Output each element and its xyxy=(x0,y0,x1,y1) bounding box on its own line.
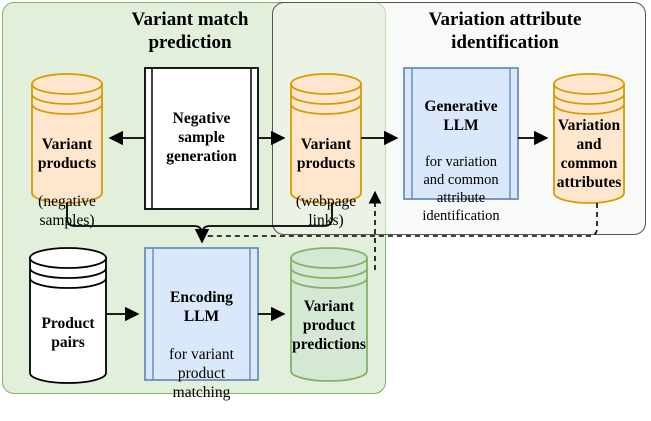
negative-samples-subtitle: (negative samples) xyxy=(38,193,96,229)
encoding-llm-process xyxy=(144,247,259,381)
variation-attributes-label: Variation and common attributes xyxy=(556,117,622,191)
variation-attributes-database xyxy=(553,73,625,204)
generative-llm-process xyxy=(403,67,519,200)
variant-match-prediction-title: Variant match prediction xyxy=(131,9,249,53)
generative-llm-label: Generative LLM for variation and common … xyxy=(408,79,514,243)
negative-samples-label: Variant products (negative samples) xyxy=(30,116,104,249)
product-pairs-label: Product pairs xyxy=(41,315,95,351)
variation-attribute-identification-title: Variation attribute identification xyxy=(428,9,582,53)
webpage-links-subtitle: (webpage links) xyxy=(295,193,357,229)
negative-sample-generation-label: Negative sample generation xyxy=(166,110,237,165)
webpage-links-title: Variant products xyxy=(296,136,356,172)
diagram-canvas xyxy=(29,67,625,384)
negative-samples-title: Variant products xyxy=(37,136,97,172)
encoding-llm-title: Encoding LLM xyxy=(170,289,233,325)
predictions-label: Variant product predictions xyxy=(292,298,366,353)
webpage-links-label: Variant products (webpage links) xyxy=(289,116,363,249)
negative-samples-database xyxy=(31,73,103,204)
encoding-llm-subtitle: for variant product matching xyxy=(169,346,234,401)
encoding-llm-label: Encoding LLM for variant product matchin… xyxy=(150,269,253,421)
predictions-database xyxy=(290,247,368,382)
webpage-links-database xyxy=(290,73,362,204)
product-pairs-database xyxy=(29,247,107,384)
generative-llm-subtitle: for variation and common attribute ident… xyxy=(422,154,500,224)
arrow-webpage-links-to-enc-llm xyxy=(201,203,333,235)
generative-llm-title: Generative LLM xyxy=(424,98,498,134)
dashed-attributes-to-enc-llm xyxy=(201,203,598,243)
negative-sample-generation-process xyxy=(144,67,259,210)
